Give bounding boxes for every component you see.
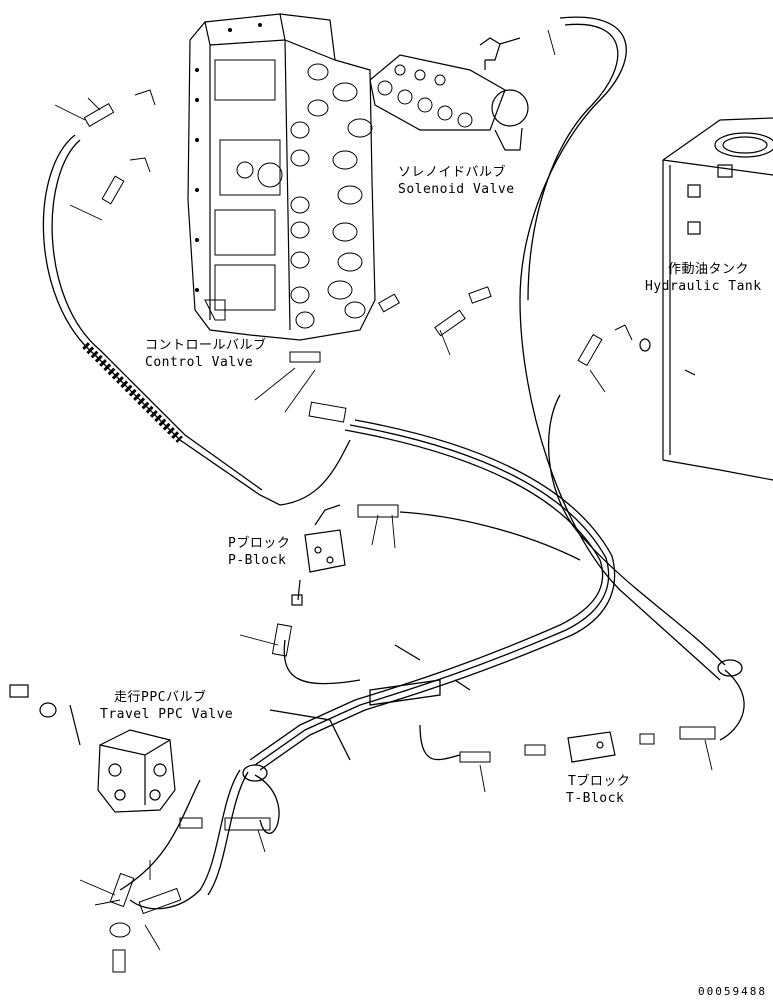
fittings xyxy=(83,89,716,973)
p-block xyxy=(291,504,346,606)
t-block-en-label: T-Block xyxy=(566,791,625,806)
control-valve xyxy=(187,13,376,341)
t-block-jp-label: Tブロック xyxy=(568,774,631,789)
solenoid-valve xyxy=(369,37,529,151)
solenoid-valve-jp-label: ソレノイドバルブ xyxy=(398,165,507,180)
leader-lines xyxy=(54,29,713,951)
solenoid-valve-en-label: Solenoid Valve xyxy=(398,182,515,197)
p-block-en-label: P-Block xyxy=(228,553,287,568)
travel-ppc-valve xyxy=(9,684,176,813)
hydraulic-tank xyxy=(639,117,773,481)
drawing-serial-number: 00059488 xyxy=(698,985,767,998)
travel-ppc-valve-en-label: Travel PPC Valve xyxy=(100,707,234,722)
hydraulic-tank-en-label: Hydraulic Tank xyxy=(645,279,762,294)
control-valve-jp-label: コントロールバルブ xyxy=(145,338,267,353)
control-valve-en-label: Control Valve xyxy=(145,355,254,370)
t-block xyxy=(567,731,616,763)
p-block-jp-label: Pブロック xyxy=(228,536,291,551)
hose-routes xyxy=(42,16,745,910)
travel-ppc-valve-jp-label: 走行PPCバルブ xyxy=(114,690,207,705)
hydraulic-tank-jp-label: 作動油タンク xyxy=(668,262,750,277)
